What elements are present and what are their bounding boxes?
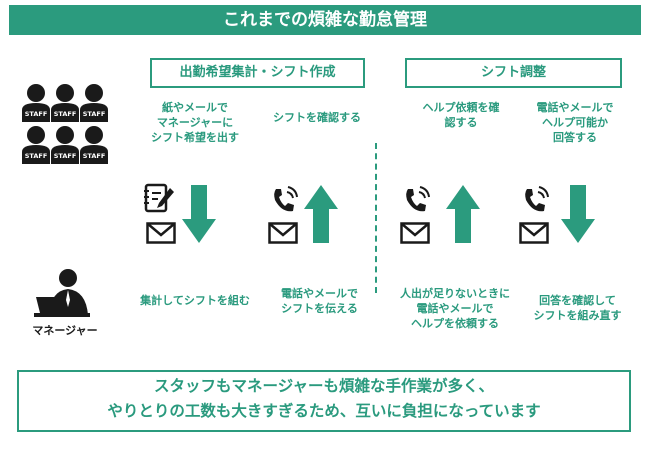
- phone-icon: [521, 186, 551, 216]
- staff-badge-label: STAFF: [83, 110, 106, 118]
- staff-icons: STAFF STAFF STAFF STAFF STAFF STAFF: [22, 84, 108, 164]
- conclusion-box: [17, 370, 631, 432]
- staff-person-icon: STAFF: [22, 126, 50, 164]
- arrow-up-icon: [304, 185, 338, 243]
- phone-icon: [402, 186, 432, 216]
- manager-label: マネージャー: [32, 324, 98, 337]
- mail-envelope-icon: [268, 222, 298, 244]
- arrow-down-icon: [182, 185, 216, 243]
- step-text-rebuild-shift: 回答を確認して シフトを組み直す: [533, 294, 622, 322]
- staff-badge-label: STAFF: [54, 110, 77, 118]
- staff-badge-label: STAFF: [25, 152, 48, 160]
- staff-person-icon: STAFF: [22, 84, 50, 122]
- arrow-down-icon: [561, 185, 595, 243]
- staff-person-icon: STAFF: [51, 126, 79, 164]
- phone-icon: [270, 186, 300, 216]
- step-text-check-help-request: ヘルプ依頼を確 認する: [422, 101, 500, 129]
- staff-badge-label: STAFF: [25, 110, 48, 118]
- section-header-shift-creation: 出勤希望集計・シフト作成: [150, 58, 365, 88]
- staff-badge-label: STAFF: [83, 152, 106, 160]
- mail-envelope-icon: [519, 222, 549, 244]
- staff-person-icon: STAFF: [80, 126, 108, 164]
- mail-envelope-icon: [146, 222, 176, 244]
- memo-pencil-icon: [143, 183, 177, 215]
- step-text-check-shift: シフトを確認する: [273, 111, 361, 124]
- manager: [30, 267, 100, 319]
- arrow-up-icon: [446, 185, 480, 243]
- conclusion-line-2: やりとりの工数も大きすぎるため、互いに負担になっています: [107, 402, 541, 420]
- manager-at-laptop-icon: [34, 269, 90, 317]
- page-title: これまでの煩雑な勤怠管理: [9, 5, 641, 35]
- step-text-answer-help: 電話やメールで ヘルプ可能か 回答する: [536, 101, 614, 144]
- staff-badge-label: STAFF: [54, 152, 77, 160]
- step-text-tell-shift: 電話やメールで シフトを伝える: [281, 287, 358, 315]
- step-text-build-shift: 集計してシフトを組む: [140, 294, 250, 307]
- conclusion-line-1: スタッフもマネージャーも煩雑な手作業が多く、: [154, 377, 494, 395]
- step-text-request-help: 人出が足りないときに 電話やメールで ヘルプを依頼する: [400, 287, 510, 330]
- staff-person-icon: STAFF: [80, 84, 108, 122]
- conclusion-text: スタッフもマネージャーも煩雑な手作業が多く、 やりとりの工数も大きすぎるため、互…: [17, 374, 631, 424]
- staff-person-icon: STAFF: [51, 84, 79, 122]
- divider-dashed: [375, 143, 377, 293]
- staff-group: STAFF STAFF STAFF STAFF STAFF STAFF: [22, 84, 112, 166]
- mail-envelope-icon: [400, 222, 430, 244]
- section-header-shift-adjustment: シフト調整: [405, 58, 622, 88]
- step-text-submit-request: 紙やメールで マネージャーに シフト希望を出す: [151, 101, 239, 144]
